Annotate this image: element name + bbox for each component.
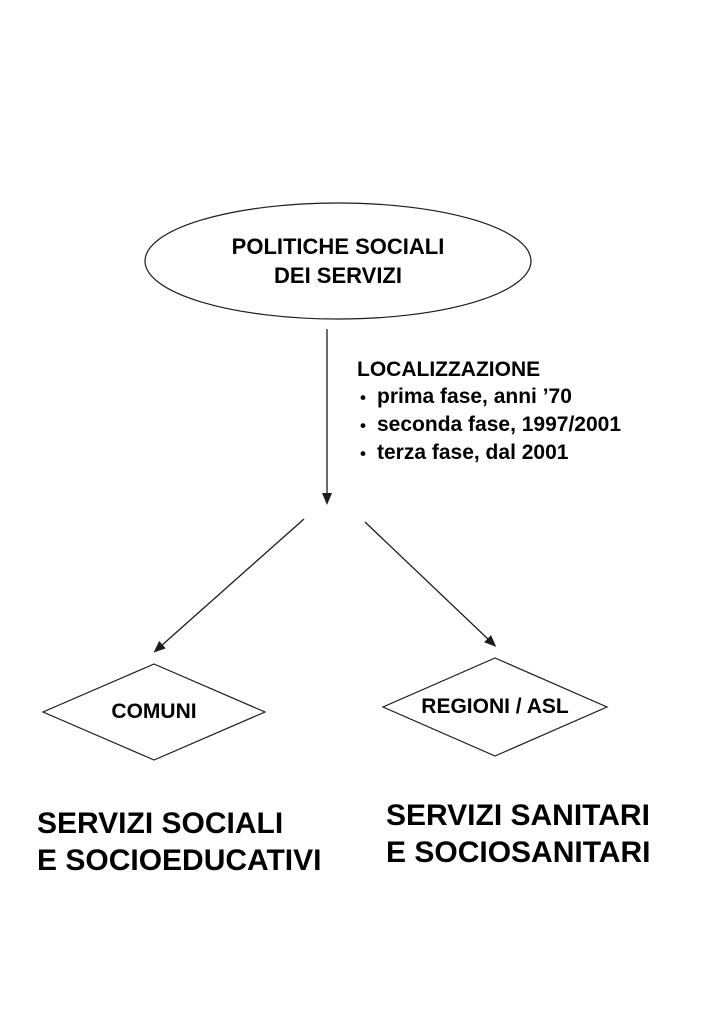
localization-bullet-item: • terza fase, dal 2001 bbox=[357, 439, 687, 467]
root-node-line1: POLITICHE SOCIALI bbox=[231, 234, 445, 259]
regioni-diamond-shape bbox=[381, 657, 609, 757]
localization-bullet-item: • seconda fase, 1997/2001 bbox=[357, 411, 687, 439]
arrow-to-regioni bbox=[364, 521, 497, 647]
localization-bullet-text: seconda fase, 1997/2001 bbox=[377, 413, 622, 436]
localization-note: LOCALIZZAZIONE • prima fase, anni ’70 • … bbox=[357, 356, 687, 467]
comuni-node-label: COMUNI bbox=[111, 700, 197, 723]
bullet-icon: • bbox=[360, 444, 366, 463]
left-result-line1: SERVIZI SOCIALI bbox=[37, 807, 284, 840]
comuni-diamond-shape bbox=[41, 663, 267, 761]
bullet-icon: • bbox=[360, 416, 366, 435]
localization-title: LOCALIZZAZIONE bbox=[357, 358, 541, 381]
regioni-node-label: REGIONI / ASL bbox=[421, 695, 569, 718]
localization-bullet-text: terza fase, dal 2001 bbox=[377, 441, 569, 464]
right-result-line1: SERVIZI SANITARI bbox=[386, 799, 650, 832]
left-result-line2: E SOCIOEDUCATIVI bbox=[37, 844, 322, 877]
right-result-line2: E SOCIOSANITARI bbox=[386, 836, 651, 869]
root-node-line2: DEI SERVIZI bbox=[274, 263, 402, 288]
left-result-label: SERVIZI SOCIALI E SOCIOEDUCATIVI bbox=[37, 805, 321, 879]
bullet-icon: • bbox=[360, 388, 366, 407]
localization-bullet-text: prima fase, anni ’70 bbox=[377, 385, 572, 408]
root-node-label: POLITICHE SOCIALI DEI SERVIZI bbox=[145, 203, 531, 319]
root-ellipse-shape bbox=[144, 202, 532, 320]
arrow-to-comuni bbox=[153, 518, 305, 653]
right-result-label: SERVIZI SANITARI E SOCIOSANITARI bbox=[386, 797, 650, 871]
localization-bullet-item: • prima fase, anni ’70 bbox=[357, 383, 687, 411]
